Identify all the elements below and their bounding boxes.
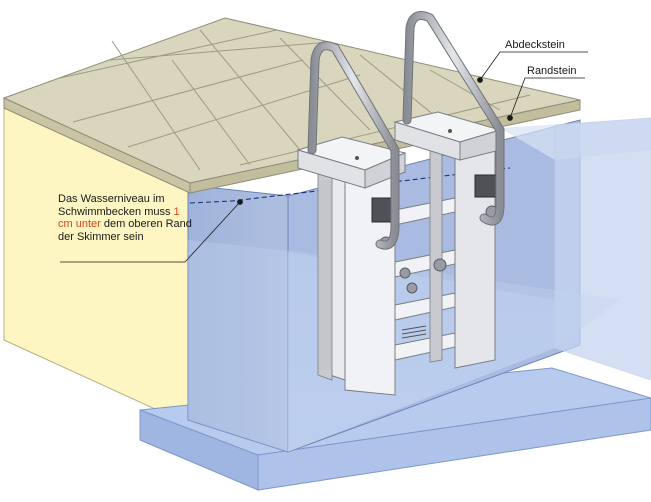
label-abdeckstein: Abdeckstein <box>505 39 565 51</box>
label-randstein: Randstein <box>527 65 577 77</box>
handrails <box>307 11 505 250</box>
leader-randstein <box>509 77 585 119</box>
ladder-steps <box>317 141 499 396</box>
note-highlight: 1 cm unter <box>58 205 180 231</box>
leader-lines <box>60 51 588 263</box>
note-text-1: Das Wasserniveau im Schwimmbecken muss <box>58 193 174 218</box>
ladder-top-blocks <box>296 111 502 189</box>
water-volume <box>554 117 651 381</box>
leader-abdeckstein <box>479 51 588 81</box>
water-level-note: Das Wasserniveau im Schwimmbecken muss 1… <box>58 193 193 243</box>
note-text-2: dem oberen Rand der Skimmer sein <box>58 218 192 243</box>
leader-waterline <box>60 201 241 263</box>
base-slab-side <box>257 397 651 491</box>
